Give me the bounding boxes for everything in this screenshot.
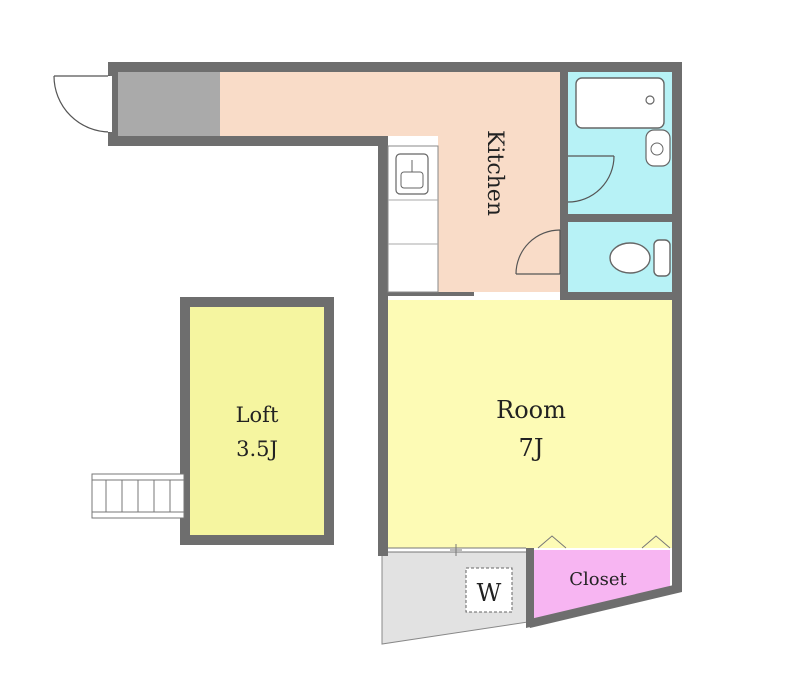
washer-box (465, 567, 513, 613)
loft-area (190, 306, 324, 536)
loft-size-label: 3.5J (236, 437, 278, 461)
bath-door-icon (567, 155, 615, 203)
kitchen-area (220, 70, 560, 292)
closet-door-icon (537, 535, 671, 549)
sink-icon (395, 153, 429, 195)
room-label: Room (496, 396, 566, 424)
loft-label: Loft (236, 403, 279, 427)
room-area (388, 300, 672, 548)
entrance-area (118, 70, 220, 136)
ladder-icon (91, 473, 185, 519)
washer-label: W (477, 579, 502, 607)
loft-wall (180, 297, 334, 545)
washbasin-icon (645, 129, 671, 167)
kitchen-label: Kitchen (482, 130, 507, 216)
entry-door-icon (53, 75, 111, 133)
closet-area (534, 550, 670, 620)
balcony-window (388, 544, 526, 556)
toilet-door-icon (515, 229, 561, 275)
closet-label: Closet (569, 569, 627, 590)
walls (108, 62, 682, 628)
bathtub-icon (575, 77, 665, 129)
room-size-label: 7J (519, 434, 544, 462)
toilet-icon (609, 239, 671, 277)
